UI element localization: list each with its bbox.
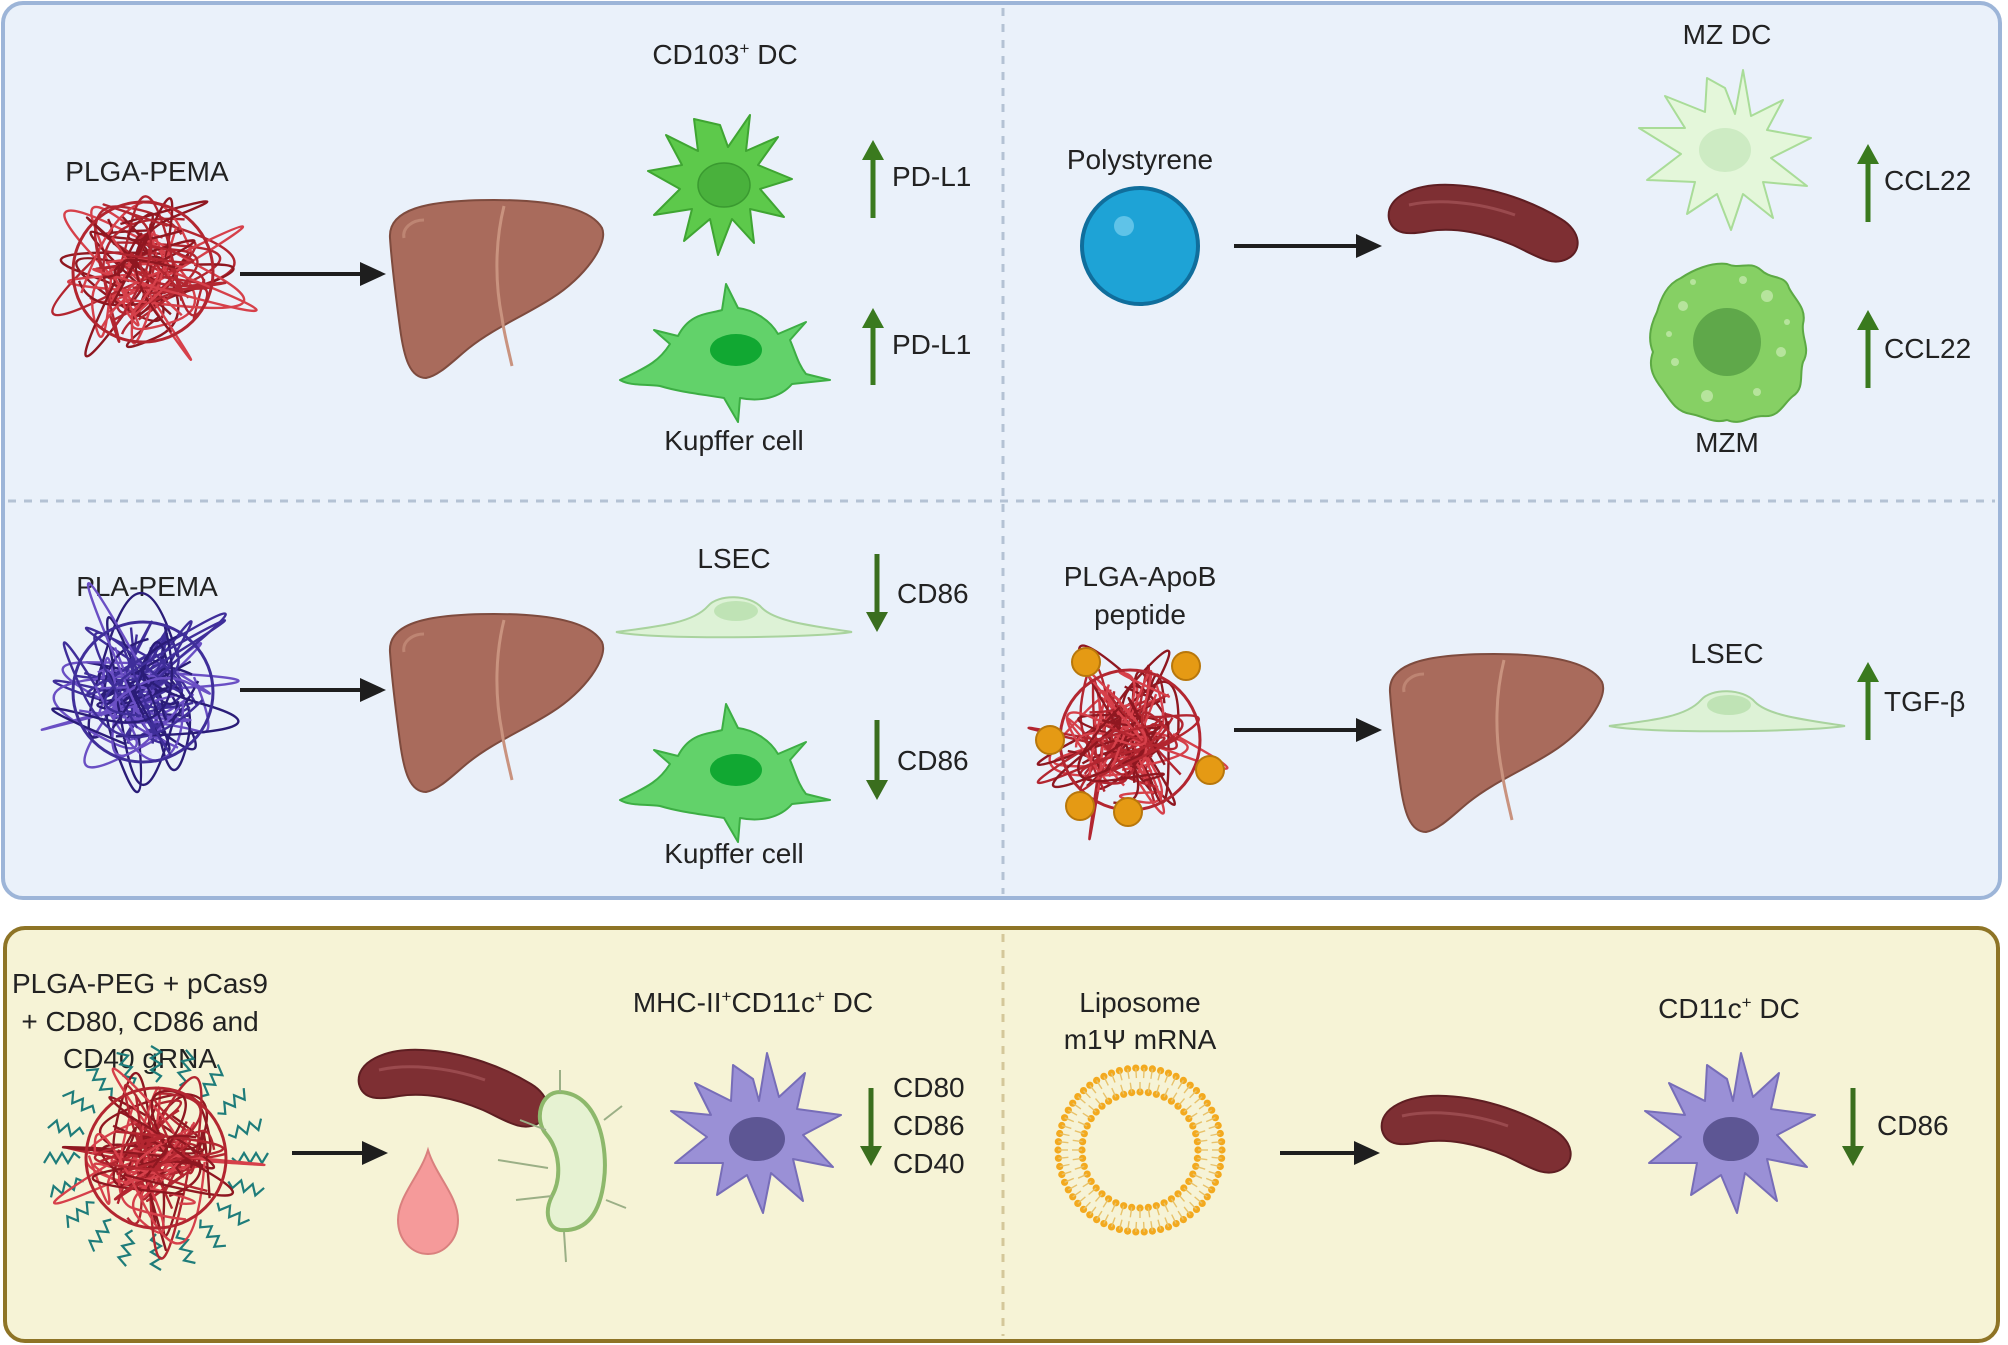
cd86-marker-2: CD86 — [897, 745, 969, 776]
apob-peptide-icon — [1035, 647, 1225, 827]
pd-l1-up-arrow-icon — [862, 308, 884, 385]
plga-apob-particle-icon — [1027, 644, 1229, 841]
cd40-marker: CD40 — [893, 1148, 965, 1179]
quadrant-plga-peg: PLGA-PEG + pCas9 + CD80, CD86 and CD40 g… — [12, 968, 965, 1271]
quadrant-liposome: Liposome m1Ψ mRNA CD11c+ DC CD86 — [1054, 987, 1949, 1236]
blood-drop-icon — [396, 1146, 460, 1256]
arrow-right-icon — [292, 1141, 388, 1165]
plga-peg-particle-icon — [43, 1045, 269, 1271]
liposome-label-line2: m1Ψ mRNA — [1064, 1024, 1217, 1055]
mhc-ii-cd11c-dc-label: MHC-II+CD11c+ DC — [633, 987, 873, 1018]
ccl22-up-arrow-icon — [1857, 144, 1879, 222]
plga-peg-label-line2: + CD80, CD86 and — [21, 1006, 258, 1037]
ccl22-marker-2: CCL22 — [1884, 333, 1971, 364]
polystyrene-label: Polystyrene — [1067, 144, 1213, 175]
arrow-right-icon — [240, 262, 386, 286]
cd86-marker-1: CD86 — [897, 578, 969, 609]
cd86-marker: CD86 — [893, 1110, 965, 1141]
quadrant-pla-pema: PLA-PEMA LSEC CD86 CD86 Kupffer cell — [40, 543, 969, 869]
cd86-marker: CD86 — [1877, 1110, 1949, 1141]
kupffer-cell-label: Kupffer cell — [664, 425, 804, 456]
plga-peg-label-line1: PLGA-PEG + pCas9 — [12, 968, 268, 999]
polystyrene-bead-icon — [1080, 186, 1200, 306]
liposome-icon — [1054, 1064, 1226, 1236]
pd-l1-marker-1: PD-L1 — [892, 161, 971, 192]
plga-pema-particle-icon — [51, 195, 258, 361]
cd86-down-arrow-icon — [866, 720, 888, 800]
lsec-label: LSEC — [1690, 638, 1763, 669]
tgf-beta-up-arrow-icon — [1857, 662, 1879, 740]
cd86-down-arrow-icon — [1842, 1088, 1864, 1166]
arrow-right-icon — [1234, 718, 1382, 742]
plga-apob-label-line2: peptide — [1094, 599, 1186, 630]
pd-l1-up-arrow-icon — [862, 140, 884, 218]
ccl22-up-arrow-icon — [1857, 310, 1879, 388]
tgf-beta-marker: TGF-β — [1884, 686, 1965, 717]
cd11c-dc-label: CD11c+ DC — [1658, 993, 1800, 1024]
mz-dc-label: MZ DC — [1683, 19, 1772, 50]
ccl22-marker-1: CCL22 — [1884, 165, 1971, 196]
plga-pema-label: PLGA-PEMA — [65, 156, 229, 187]
pla-pema-label: PLA-PEMA — [76, 571, 218, 602]
liposome-label-line1: Liposome — [1079, 987, 1200, 1018]
cd80-marker: CD80 — [893, 1072, 965, 1103]
quadrant-polystyrene: Polystyrene MZ DC CCL22 CCL22 MZM — [1067, 19, 1971, 458]
cd86-down-arrow-icon — [866, 554, 888, 632]
arrow-right-icon — [240, 678, 386, 702]
kupffer-cell-label: Kupffer cell — [664, 838, 804, 869]
mzm-cell-icon — [1649, 262, 1808, 423]
arrow-right-icon — [1280, 1141, 1380, 1165]
plga-apob-label-line1: PLGA-ApoB — [1064, 561, 1217, 592]
cd80-cd86-cd40-down-arrow-icon — [860, 1088, 882, 1166]
bottom-panel — [3, 926, 2000, 1343]
cd103-dc-label: CD103+ DC — [652, 39, 797, 70]
lymph-node-icon — [497, 1070, 627, 1263]
lsec-label: LSEC — [697, 543, 770, 574]
mzm-label: MZM — [1695, 427, 1759, 458]
quadrant-plga-apob: PLGA-ApoB peptide LSEC TGF-β — [1027, 561, 1965, 841]
pd-l1-marker-2: PD-L1 — [892, 329, 971, 360]
quadrant-plga-pema: PLGA-PEMA CD103+ DC PD-L1 PD-L1 Kupffer … — [51, 39, 971, 456]
arrow-right-icon — [1234, 234, 1382, 258]
pla-pema-particle-icon — [40, 581, 240, 794]
